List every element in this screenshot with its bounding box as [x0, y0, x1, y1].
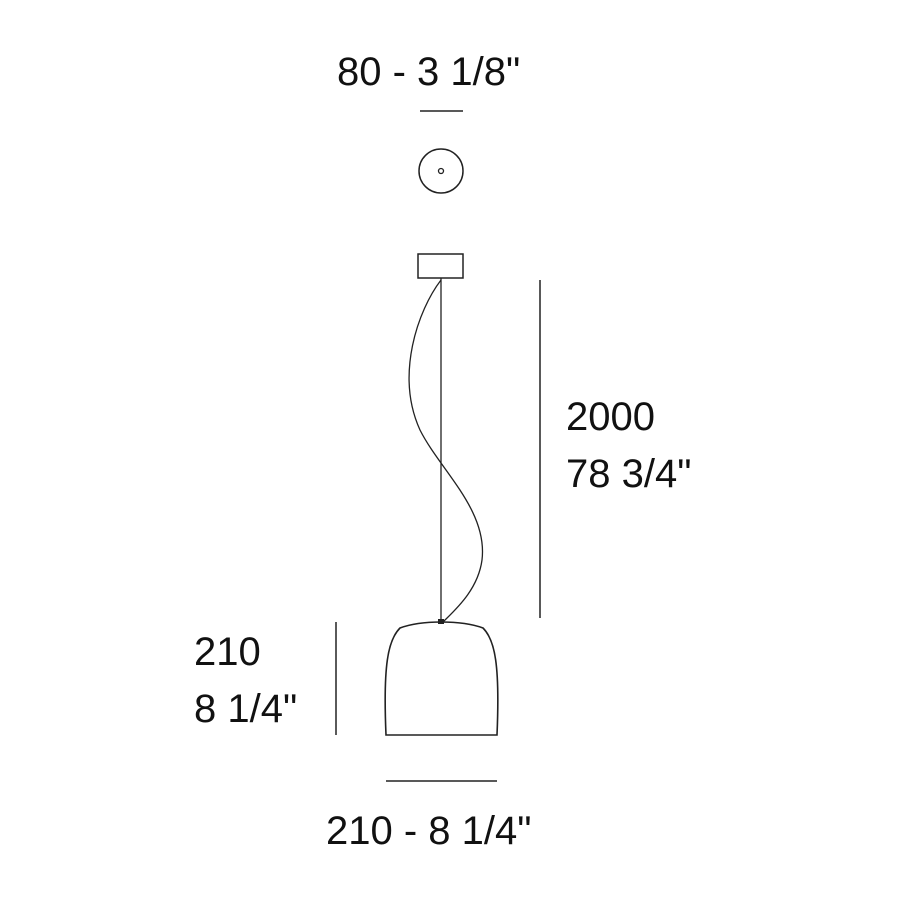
- shade-width-label: 210 - 8 1/4": [326, 809, 532, 853]
- canopy-center-hole: [437, 167, 445, 175]
- shade-height-mm-label: 210: [194, 630, 261, 674]
- canopy-width-label: 80 - 3 1/8": [337, 50, 521, 94]
- power-cord: [408, 279, 484, 623]
- lamp-shade: [384, 621, 499, 736]
- shade-connector: [438, 619, 444, 624]
- shade-height-inch-label: 8 1/4": [194, 687, 298, 731]
- canopy-top-view: [418, 148, 464, 194]
- drop-length-inch-label: 78 3/4": [566, 452, 692, 496]
- canopy-side-view: [417, 253, 464, 279]
- drop-length-mm-label: 2000: [566, 395, 655, 439]
